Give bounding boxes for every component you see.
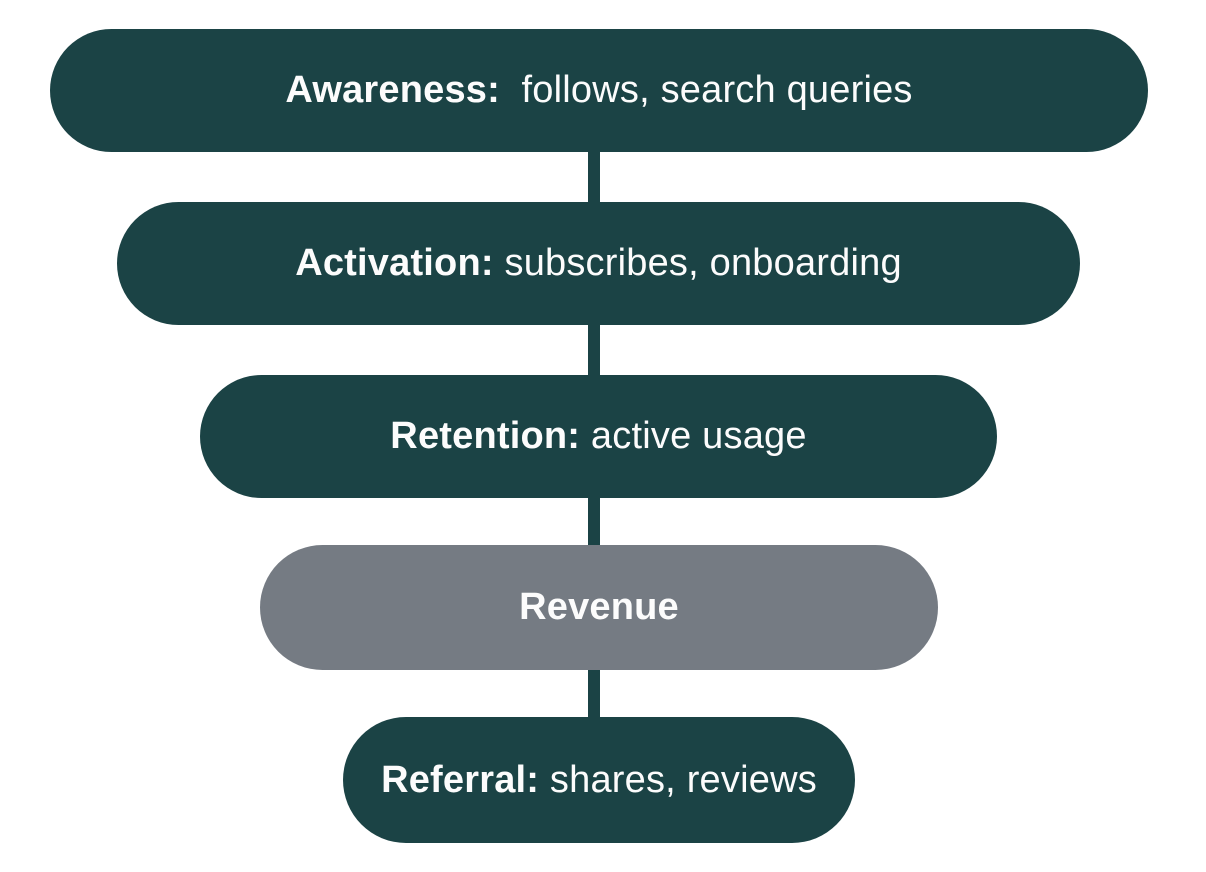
- stage-label-activation: Activation: subscribes, onboarding: [295, 242, 902, 285]
- stage-title-retention: Retention:: [390, 415, 581, 457]
- funnel-stage-revenue: Revenue: [260, 545, 938, 670]
- funnel-stage-referral: Referral: shares, reviews: [343, 717, 855, 843]
- stage-title-awareness: Awareness:: [285, 69, 500, 111]
- stage-label-revenue: Revenue: [519, 586, 679, 629]
- stage-label-referral: Referral: shares, reviews: [381, 759, 817, 802]
- stage-label-retention: Retention: active usage: [390, 415, 806, 458]
- stage-detail-referral: shares, reviews: [539, 758, 817, 801]
- funnel-stage-awareness: Awareness: follows, search queries: [50, 29, 1148, 152]
- funnel-stage-activation: Activation: subscribes, onboarding: [117, 202, 1080, 325]
- stage-detail-awareness: follows, search queries: [500, 69, 913, 111]
- stage-detail-activation: subscribes, onboarding: [493, 242, 902, 284]
- stage-detail-retention: active usage: [580, 415, 807, 457]
- stage-label-awareness: Awareness: follows, search queries: [285, 69, 912, 112]
- stage-title-activation: Activation:: [295, 242, 494, 284]
- funnel-stage-retention: Retention: active usage: [200, 375, 997, 498]
- stage-title-revenue: Revenue: [519, 586, 679, 628]
- stage-title-referral: Referral:: [381, 758, 540, 801]
